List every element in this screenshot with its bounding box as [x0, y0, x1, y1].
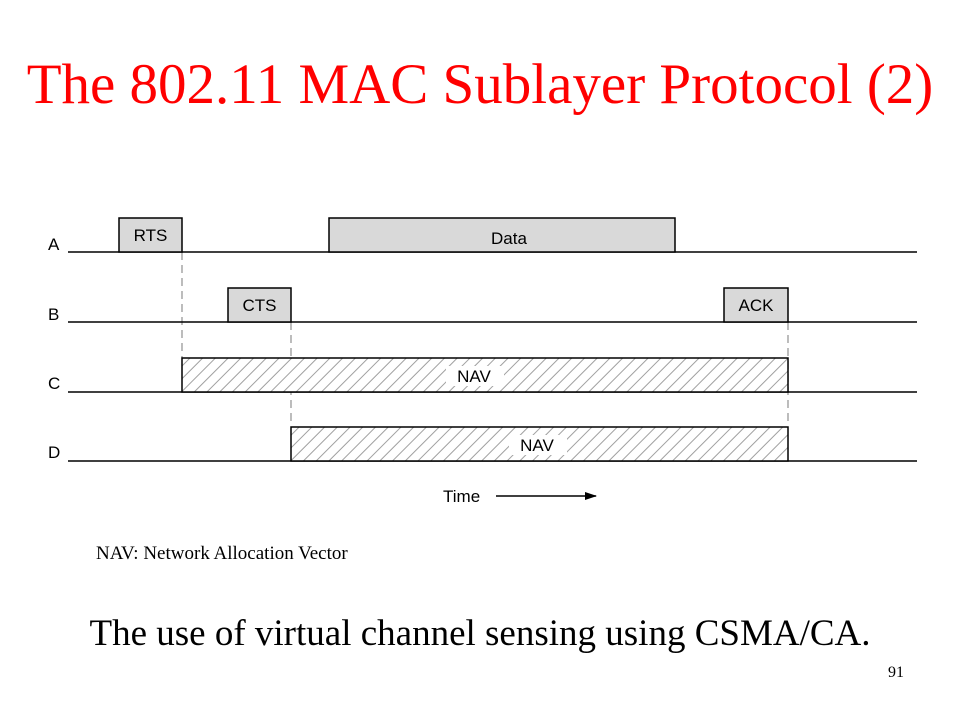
ack-frame-label: ACK — [739, 296, 775, 315]
lane-c-label: C — [48, 374, 60, 393]
ack-frame: ACK — [723, 287, 789, 323]
nav-d-frame: NAV — [290, 426, 789, 462]
nav-c-frame-label: NAV — [457, 367, 491, 386]
lane-d-label: D — [48, 443, 60, 462]
slide-title: The 802.11 MAC Sublayer Protocol (2) — [26, 53, 934, 116]
slide-caption: The use of virtual channel sensing using… — [89, 613, 871, 654]
time-axis: Time — [443, 487, 597, 506]
cts-frame-label: CTS — [243, 296, 277, 315]
nav-definition-note: NAV: Network Allocation Vector — [96, 543, 348, 564]
lane-b-label: B — [48, 305, 59, 324]
rts-frame-label: RTS — [134, 226, 168, 245]
rts-frame: RTS — [118, 217, 183, 253]
time-label: Time — [443, 487, 480, 506]
cts-frame: CTS — [227, 287, 292, 323]
lane-a-label: A — [48, 235, 60, 254]
page-number: 91 — [888, 664, 904, 681]
nav-d-frame-label: NAV — [520, 436, 554, 455]
data-frame: Data — [328, 217, 676, 253]
data-frame-label: Data — [491, 229, 527, 248]
nav-c-frame: NAV — [181, 357, 789, 393]
